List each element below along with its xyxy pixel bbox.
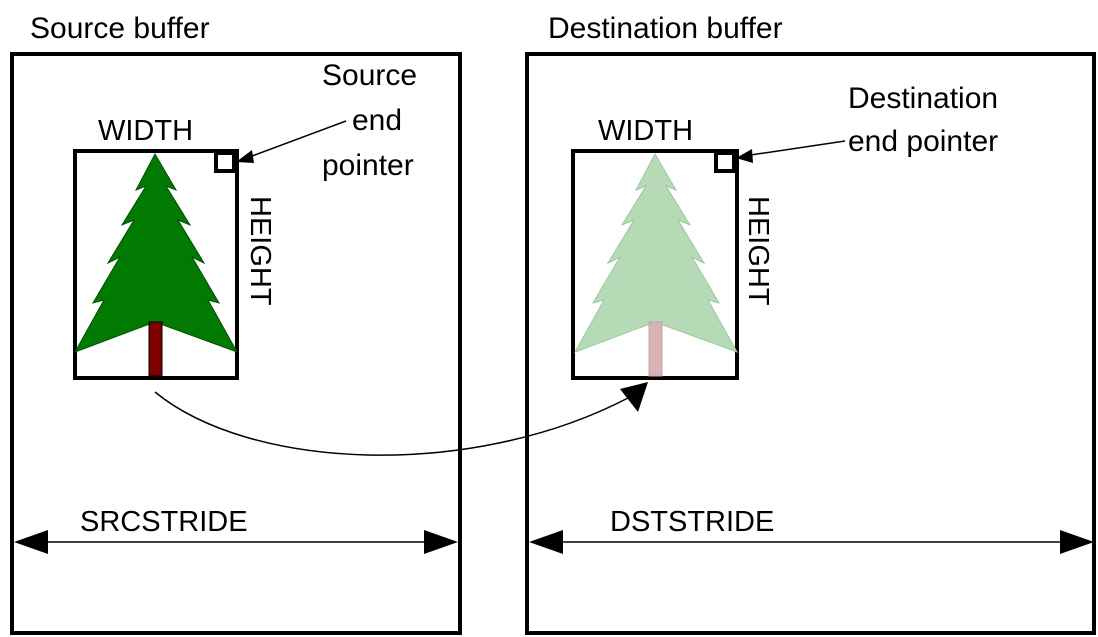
destination-height-label: HEIGHT — [742, 196, 774, 306]
source-height-label: HEIGHT — [244, 196, 276, 306]
destination-stride-arrow-left — [529, 530, 563, 554]
source-buffer-frame — [10, 52, 462, 635]
source-trunk — [148, 321, 163, 377]
source-end-pointer-line3: pointer — [322, 149, 414, 182]
destination-width-label: WIDTH — [598, 115, 693, 147]
destination-stride-arrow-right — [1060, 530, 1094, 554]
source-pointer-arrowhead — [236, 150, 254, 163]
source-buffer-title: Source buffer — [30, 12, 210, 45]
source-pointer-leader — [243, 120, 347, 160]
copy-arrow-head — [620, 382, 648, 412]
source-stride-arrow-right — [424, 530, 458, 554]
destination-pointer-leader — [743, 140, 846, 157]
destination-stride-label: DSTSTRIDE — [610, 506, 774, 538]
source-end-marker — [214, 151, 236, 173]
source-end-pointer-line2: end — [352, 104, 402, 137]
destination-end-marker — [714, 151, 736, 173]
source-stride-arrow-left — [14, 530, 48, 554]
copy-arrow-curve — [154, 391, 629, 456]
destination-pointer-arrowhead — [736, 149, 753, 163]
source-stride-label: SRCSTRIDE — [80, 506, 248, 538]
destination-end-pointer-line1: Destination — [848, 82, 998, 115]
destination-trunk — [648, 321, 663, 377]
source-end-pointer-line1: Source — [322, 59, 417, 92]
destination-buffer-title: Destination buffer — [548, 12, 783, 45]
destination-end-pointer-line2: end pointer — [848, 125, 998, 158]
source-width-label: WIDTH — [98, 115, 193, 147]
destination-buffer-frame — [525, 52, 1096, 635]
